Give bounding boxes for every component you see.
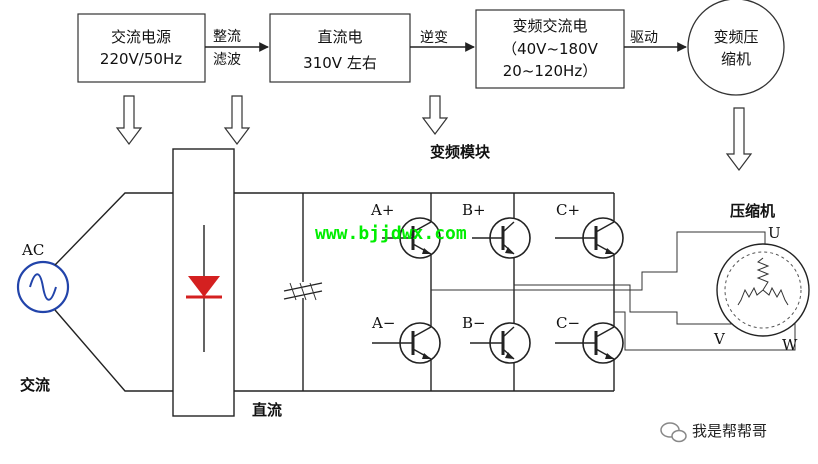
ac-source-block: 交流电源 220V/50Hz	[77, 13, 206, 83]
transistor-c-minus-label: C−	[556, 314, 580, 332]
transistor-a-plus: A+	[370, 201, 441, 259]
transistor-b-minus: B−	[462, 314, 531, 364]
transistor-c-plus-label: C+	[556, 201, 580, 219]
transistor-a-minus: A−	[371, 314, 441, 364]
capacitor	[283, 193, 323, 391]
ac-bottom-wire	[54, 309, 173, 392]
phase-v-wire	[513, 284, 743, 325]
phase-v-label: V	[713, 330, 726, 348]
dc-block: 直流电 310V 左右	[269, 13, 411, 83]
filter-label: 滤波	[213, 52, 241, 68]
compressor-motor: U V W	[713, 224, 810, 354]
drive-label: 驱动	[630, 30, 658, 46]
ac-source-symbol: AC	[16, 241, 70, 314]
dc-label: 直流	[252, 401, 282, 419]
phase-u-wire	[431, 231, 766, 291]
compressor-label: 压缩机	[730, 202, 775, 220]
invert-label: 逆变	[420, 30, 448, 46]
transistor-c-minus: C−	[555, 314, 624, 364]
down-arrow-compressor	[725, 107, 753, 171]
watermark-url: www.bjjdwx.com	[315, 223, 467, 244]
vf-ac-title: 变频交流电	[512, 17, 587, 35]
down-arrow-ac	[115, 95, 143, 145]
phase-w-label: W	[782, 336, 798, 354]
ac-source-title: 交流电源	[111, 28, 171, 46]
transistor-b-minus-label: B−	[462, 314, 486, 332]
compressor-block: 变频压 缩机	[687, 0, 785, 96]
ac-source-spec: 220V/50Hz	[100, 50, 182, 68]
transistor-c-plus: C+	[555, 201, 624, 259]
ac-top-wire	[54, 192, 173, 266]
vf-ac-block: 变频交流电 （40V~180V 20~120Hz）	[475, 9, 625, 89]
ac-label: 交流	[20, 376, 50, 394]
wechat-icon	[660, 422, 687, 443]
down-arrow-rectifier	[223, 95, 251, 145]
module-label: 变频模块	[430, 143, 491, 161]
transistor-b-plus: B+	[462, 201, 531, 259]
compressor-title-1: 变频压	[713, 28, 758, 46]
rectify-label: 整流	[213, 29, 241, 45]
rectify-filter-arrow: 整流 滤波	[205, 29, 269, 68]
dc-title: 直流电	[317, 28, 362, 46]
compressor-title-2: 缩机	[721, 50, 751, 68]
rectifier-bridge	[172, 148, 235, 417]
diode-triangle	[188, 276, 220, 297]
vf-ac-voltage: （40V~180V	[502, 40, 599, 58]
down-arrow-module	[421, 95, 449, 135]
drive-arrow: 驱动	[624, 30, 687, 52]
ac-symbol-label: AC	[21, 241, 44, 259]
transistor-b-plus-label: B+	[462, 201, 486, 219]
invert-arrow: 逆变	[410, 30, 475, 52]
phase-u-label: U	[768, 224, 781, 242]
author-credit: 我是帮帮哥	[692, 422, 767, 440]
transistor-a-plus-label: A+	[370, 201, 394, 219]
transistor-a-minus-label: A−	[371, 314, 395, 332]
dc-voltage: 310V 左右	[303, 54, 377, 72]
vf-ac-frequency: 20~120Hz）	[503, 62, 597, 80]
